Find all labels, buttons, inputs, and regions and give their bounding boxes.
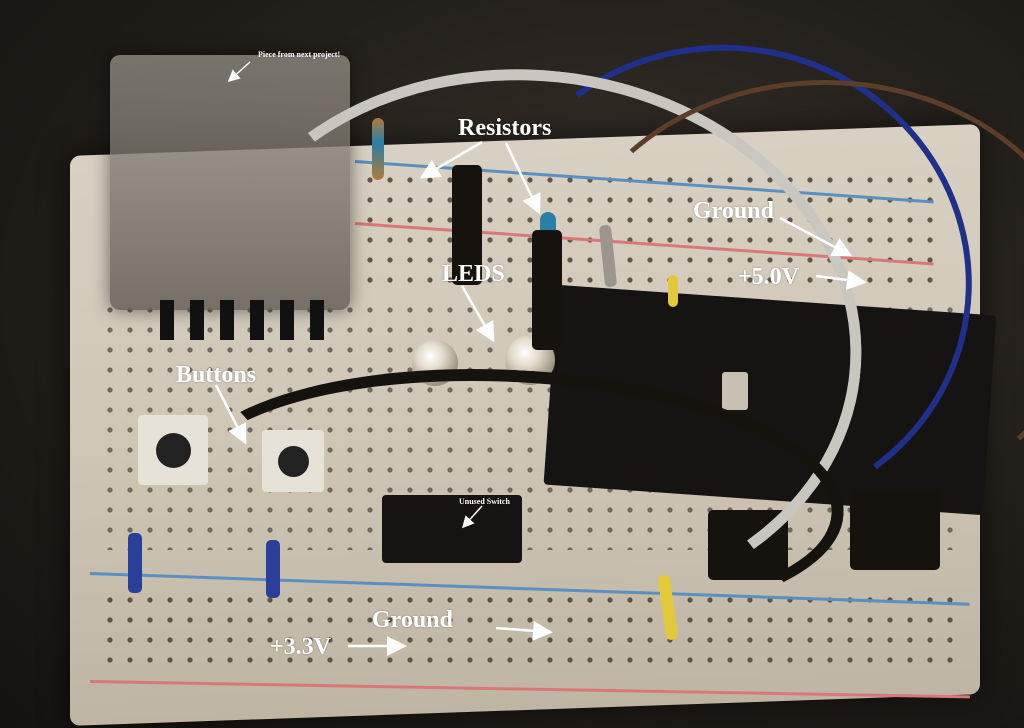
arrow-ground-top	[779, 216, 853, 257]
blue-jumper-left	[128, 533, 142, 593]
black-header-left	[708, 510, 788, 580]
annotation-piece-from-next-project: Piece from next project!	[258, 50, 341, 59]
blue-jumper-right	[266, 540, 280, 598]
annotation-plus-3v3: +3.3V	[270, 634, 332, 660]
annotation-buttons: Buttons	[176, 362, 257, 388]
arrow-resistors-2	[504, 142, 541, 215]
arrow-piece-from-next-project	[227, 61, 251, 83]
annotation-ground-top: Ground	[693, 198, 774, 224]
push-button-1	[138, 415, 208, 485]
brown-wire	[560, 80, 1024, 510]
arrow-ground-bottom	[495, 620, 553, 641]
arrow-buttons	[214, 384, 247, 445]
annotation-ground-bottom: Ground	[372, 607, 453, 633]
resistor-1	[372, 118, 384, 180]
unused-switch	[382, 495, 522, 563]
arrow-plus-5v	[815, 270, 867, 290]
annotation-unused-switch: Unused Switch	[459, 497, 510, 506]
next-project-module	[110, 55, 350, 310]
next-project-module-pins	[160, 300, 335, 340]
arrow-leds	[460, 285, 495, 343]
black-jumper-1	[452, 165, 482, 285]
annotation-resistors: Resistors	[458, 115, 552, 141]
annotation-plus-5v: +5.0V	[738, 264, 800, 290]
black-jumper-2	[532, 230, 562, 350]
push-button-2	[262, 430, 324, 492]
led-1	[412, 340, 458, 386]
arrow-unused-switch	[461, 505, 483, 529]
arrow-resistors	[419, 140, 483, 179]
annotation-leds: LEDS	[442, 261, 505, 287]
